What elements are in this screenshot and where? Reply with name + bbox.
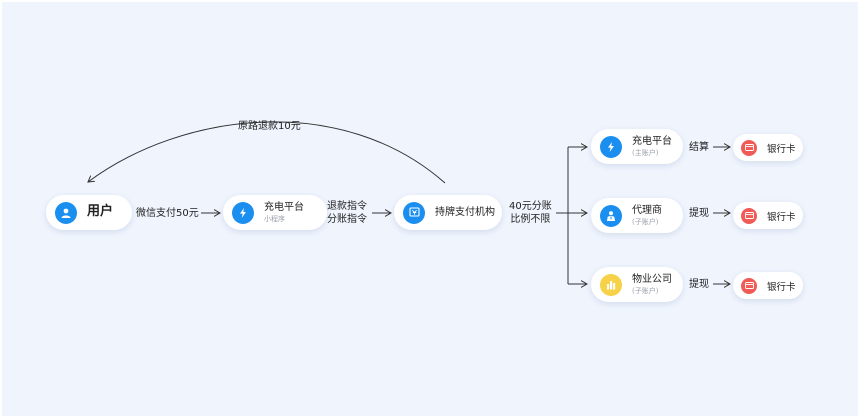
bank-card-icon: [741, 139, 757, 156]
bank-card-node-1: 银行卡: [733, 134, 803, 161]
agent-sub: (子账户): [632, 218, 659, 227]
agent-person-icon: [600, 204, 622, 227]
agent-node: 代理商 (子账户): [591, 198, 683, 233]
property-sub: (子账户): [632, 287, 659, 296]
charger-mini-sub: 小程序: [264, 215, 285, 224]
charger-mini-label: 充电平台: [264, 201, 304, 213]
bank-card-icon: [741, 277, 757, 294]
agent-label: 代理商: [632, 204, 662, 216]
user-node: 用户: [46, 195, 132, 230]
charger-main-label: 充电平台: [632, 135, 672, 147]
lightning-icon: [600, 135, 622, 158]
bank-card-label-1: 银行卡: [767, 143, 796, 155]
refund-arrow-curve: [88, 121, 446, 184]
bank-card-node-3: 银行卡: [733, 272, 803, 299]
instruction-label: 退款指令 分账指令: [327, 200, 367, 226]
split-amount-text: 40元分账: [509, 201, 552, 212]
charger-main-sub: (主账户): [632, 149, 659, 158]
split-label: 40元分账 比例不限: [509, 200, 552, 226]
lightning-icon: [232, 201, 254, 224]
split-instruction-text: 分账指令: [327, 214, 367, 225]
withdraw-label-1: 提现: [689, 208, 709, 219]
bank-card-label-3: 银行卡: [767, 281, 796, 293]
payment-institution-label: 持牌支付机构: [435, 206, 495, 218]
user-node-label: 用户: [87, 204, 114, 220]
payment-receipt-icon: [403, 201, 425, 224]
withdraw-label-2: 提现: [689, 279, 709, 290]
connector-lines: [2, 121, 858, 416]
pay-label: 微信支付50元: [136, 208, 199, 219]
property-label: 物业公司: [632, 273, 672, 285]
user-icon: [55, 201, 77, 224]
property-company-node: 物业公司 (子账户): [591, 267, 683, 302]
charger-main-account-node: 充电平台 (主账户): [591, 129, 683, 164]
payment-institution-node: 持牌支付机构: [394, 195, 502, 230]
bank-card-node-2: 银行卡: [733, 202, 803, 229]
settle-label: 结算: [689, 142, 709, 153]
bank-card-label-2: 银行卡: [767, 211, 796, 223]
split-ratio-text: 比例不限: [510, 214, 551, 225]
bank-card-icon: [741, 207, 757, 224]
refund-label: 原路退款10元: [238, 121, 301, 132]
flow-diagram: 原路退款10元 微信支付50元 退款指令 分账指令 40元分账 比例不限 结算 …: [2, 2, 858, 416]
refund-instruction-text: 退款指令: [327, 201, 367, 212]
charger-mini-program-node: 充电平台 小程序: [223, 195, 327, 230]
building-icon: [600, 273, 622, 296]
